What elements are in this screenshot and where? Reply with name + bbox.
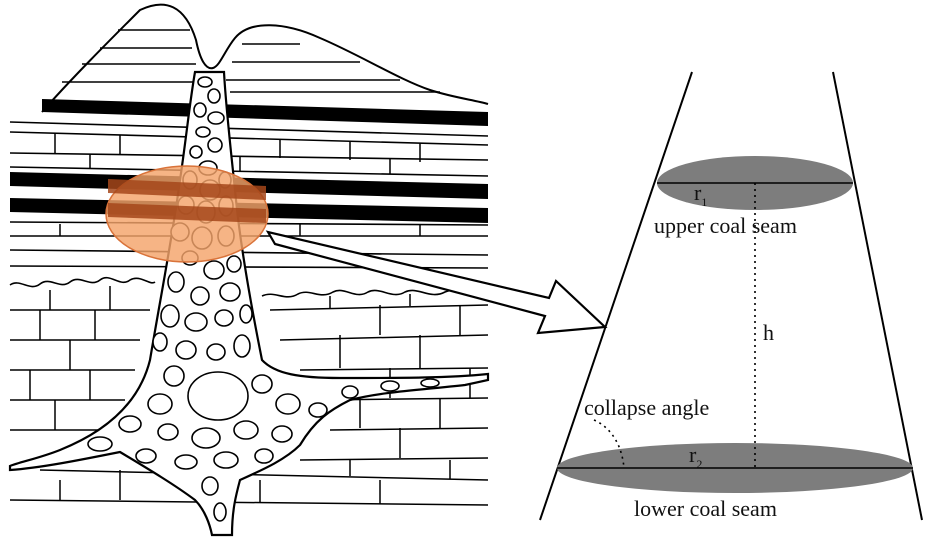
upper-brick-joints: [54, 133, 421, 236]
coal-seam-top: [42, 99, 488, 126]
mountain-strata: [62, 29, 440, 93]
frustum-left-edge: [539, 71, 693, 521]
highlight-coal-band-1: [108, 179, 266, 200]
collapse-angle-label: collapse angle: [584, 395, 709, 420]
frustum-right-edge: [832, 71, 923, 521]
rubble-blocks: [87, 76, 440, 522]
highlight-coal-band-2: [108, 203, 266, 223]
unconformity-line: [9, 276, 489, 298]
collapse-pipe-outline: [8, 70, 490, 537]
lower-radius-subscript: 2: [696, 457, 702, 471]
collapse-model: r1 upper coal seam h collapse angle r2 l…: [539, 71, 923, 521]
strata-lines: [9, 121, 489, 269]
upper-radius-label: r1: [694, 180, 707, 209]
mountain-outline: [41, 3, 489, 113]
height-label: h: [763, 320, 774, 345]
collapse-angle-arc: [593, 419, 625, 469]
lower-radius-label: r2: [689, 442, 702, 471]
lower-seam-label: lower coal seam: [634, 496, 777, 521]
zoom-arrow: [265, 230, 608, 335]
cross-section: [8, 3, 490, 537]
upper-seam-label: upper coal seam: [654, 213, 797, 238]
upper-radius-subscript: 1: [701, 195, 707, 209]
